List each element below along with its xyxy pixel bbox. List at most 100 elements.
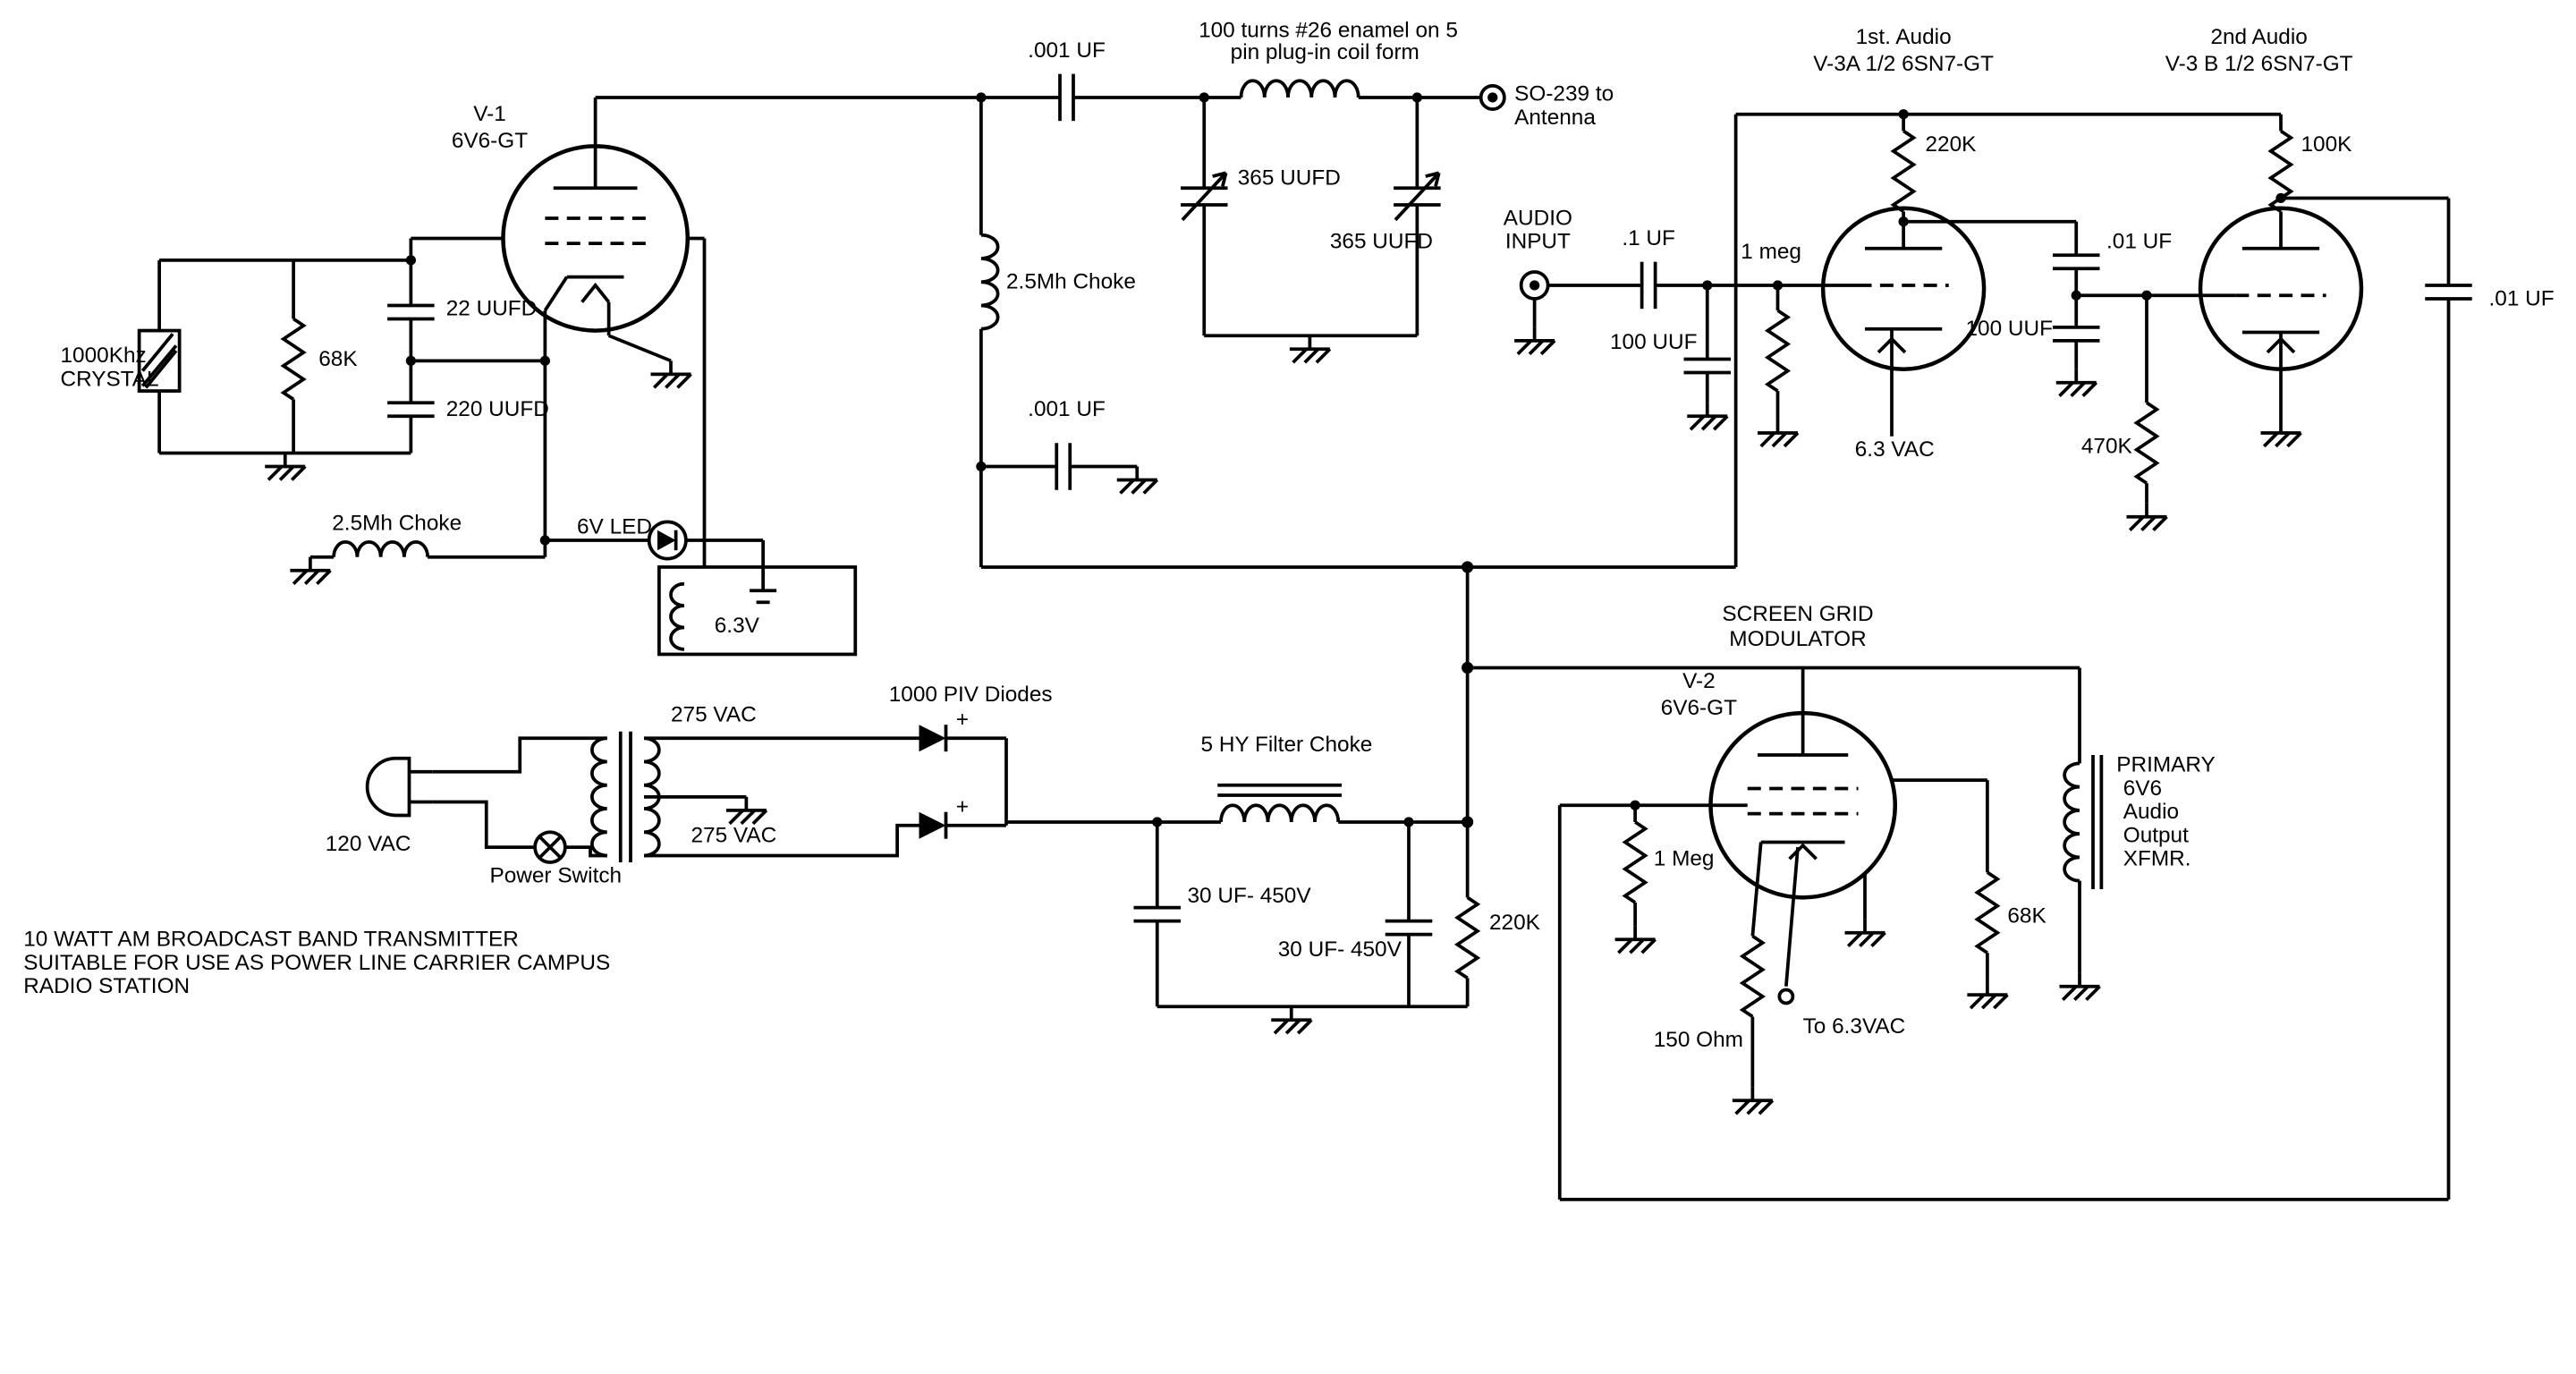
ground-tank: [1288, 334, 1332, 365]
resistor-220k-audio: [1892, 129, 1916, 214]
audio-section: AUDIO INPUT .1 UF 1 meg 100 UUF 1st. Aud…: [1504, 25, 2555, 1200]
label-crystal-1: 1000Khz: [61, 344, 147, 368]
tuning-cap-left: [1181, 97, 1228, 336]
tube-v2: [1559, 667, 1987, 1005]
label-stage2-1: 2nd Audio: [2210, 25, 2307, 49]
label-audio-2: INPUT: [1505, 230, 1571, 254]
label-01uf-cpl: .01 UF: [2106, 230, 2172, 254]
label-xfmr-5: XFMR.: [2123, 847, 2191, 871]
label-xfmr-3: Audio: [2123, 800, 2179, 824]
ground-1meg-mod: [1613, 924, 1657, 955]
label-osc-choke: 2.5Mh Choke: [332, 512, 462, 536]
label-100uuf-2: 100 UUF: [1966, 317, 2053, 341]
label-crystal-2: CRYSTAL: [61, 367, 159, 391]
label-power-switch: Power Switch: [490, 863, 623, 887]
label-01uf-out: .01 UF: [2489, 286, 2555, 310]
label-to-63vac: To 6.3VAC: [1803, 1014, 1906, 1039]
label-120vac: 120 VAC: [326, 832, 411, 856]
label-1meg: 1 meg: [1741, 240, 1801, 264]
plate-rf-choke: [979, 97, 1000, 567]
led-indicator: [545, 520, 765, 567]
label-stage2-2: V-3 B 1/2 6SN7-GT: [2165, 52, 2353, 76]
audio-input-wires: [1547, 261, 1824, 310]
tube-v3a: [1820, 206, 1987, 437]
crystal-symbol: [137, 259, 182, 454]
power-supply-section: 120 VAC Power Switch 275 VAC 275 VAC 100…: [326, 566, 1540, 1036]
junction-dots: [405, 92, 2286, 828]
label-xfmr-4: Output: [2123, 823, 2189, 847]
label-1meg-mod: 1 Meg: [1654, 847, 1715, 871]
label-365-right: 365 UUFD: [1330, 230, 1433, 254]
label-sgm-2: MODULATOR: [1729, 627, 1866, 651]
osc-cathode-choke: [309, 539, 546, 559]
label-plus-2: +: [956, 795, 969, 819]
ground-osc-choke: [288, 555, 333, 586]
resistor-68k-osc: [282, 317, 306, 402]
label-coil-note-2: pin plug-in coil form: [1231, 40, 1419, 64]
ground-coupling: [2054, 367, 2098, 398]
ground-150ohm: [1731, 1085, 1775, 1116]
ground-psu: [1269, 1005, 1314, 1036]
osc-grid-network-wires: [159, 236, 547, 557]
filter-choke: [1217, 783, 1468, 824]
ground-v2: [1843, 917, 1887, 948]
note-line-3: RADIO STATION: [23, 974, 190, 998]
label-audio-1: AUDIO: [1504, 206, 1572, 230]
heater-supply-box: [657, 565, 858, 657]
label-30uf-2: 30 UF- 450V: [1278, 937, 1402, 962]
so239-connector: [1479, 83, 1506, 111]
label-stage1-1: 1st. Audio: [1856, 25, 1952, 49]
modulator-enclosure-wires: [1557, 805, 2449, 1201]
rectifier-output-wires: [1004, 738, 1221, 826]
audio-input-jack: [1519, 270, 1550, 327]
antenna-coil: [1239, 79, 1481, 99]
label-c-in: .1 UF: [1622, 226, 1675, 250]
label-stage1-2: V-3A 1/2 6SN7-GT: [1813, 52, 1994, 76]
label-v1-type: 6V6-GT: [452, 129, 528, 153]
ground-jack: [1513, 325, 1556, 356]
label-220k-psu: 220K: [1489, 911, 1540, 935]
note-line-2: SUITABLE FOR USE AS POWER LINE CARRIER C…: [23, 951, 610, 975]
label-antenna-1: SO-239 to: [1514, 82, 1614, 106]
mains-plug: [365, 756, 433, 818]
ground-xfmr: [2057, 971, 2102, 1002]
label-antenna-2: Antenna: [1514, 106, 1596, 130]
label-100uuf-1: 100 UUF: [1610, 330, 1697, 354]
label-xfmr-2: 6V6: [2123, 776, 2162, 801]
label-coil-note-1: 100 turns #26 enamel on 5: [1199, 18, 1458, 42]
label-220uufd: 220 UUFD: [446, 397, 549, 421]
label-c-byp: .001 UF: [1028, 397, 1106, 421]
rectifier-diode-2: [919, 811, 1006, 839]
label-68k-osc: 68K: [318, 347, 357, 371]
label-v2-type: 6V6-GT: [1661, 696, 1737, 720]
plate-top-wire: [595, 73, 1241, 122]
audio-output-transformer: [2063, 667, 2104, 973]
crystal-oscillator-section: V-1 6V6-GT 1000Khz CRYSTAL 68K 22 UUFD 2…: [61, 97, 858, 657]
label-xfmr-1: PRIMARY: [2116, 753, 2216, 777]
label-diodes: 1000 PIV Diodes: [889, 683, 1053, 707]
bplus-rail-wires: [980, 114, 1738, 569]
ground-1meg: [1756, 418, 1800, 448]
resistor-1meg-mod: [1623, 820, 1648, 904]
label-275vac-top: 275 VAC: [671, 702, 757, 726]
label-63v: 6.3V: [715, 614, 760, 638]
note-line-1: 10 WATT AM BROADCAST BAND TRANSMITTER: [23, 928, 519, 952]
label-68k-mod: 68K: [2007, 903, 2046, 928]
label-100k: 100K: [2301, 132, 2352, 157]
label-30uf-1: 30 UF- 450V: [1188, 884, 1312, 908]
label-63vac: 6.3 VAC: [1855, 437, 1935, 462]
filter-cap-1: [1133, 821, 1181, 1007]
label-v1-name: V-1: [473, 102, 506, 126]
rf-output-section: .001 UF 100 turns #26 enamel on 5 pin pl…: [595, 18, 1738, 569]
ground-470k: [2124, 501, 2169, 532]
mains-wires: [432, 736, 607, 858]
ground-center-tap: [724, 794, 768, 826]
ground-68k-mod: [1965, 980, 2010, 1010]
ground-v3b: [2258, 418, 2303, 448]
label-365-left: 365 UUFD: [1238, 165, 1341, 190]
ground-100uuf: [1685, 401, 1730, 432]
power-transformer: [590, 731, 919, 862]
resistor-220k-psu: [1455, 895, 1479, 980]
resistor-1meg-audio: [1766, 309, 1790, 393]
